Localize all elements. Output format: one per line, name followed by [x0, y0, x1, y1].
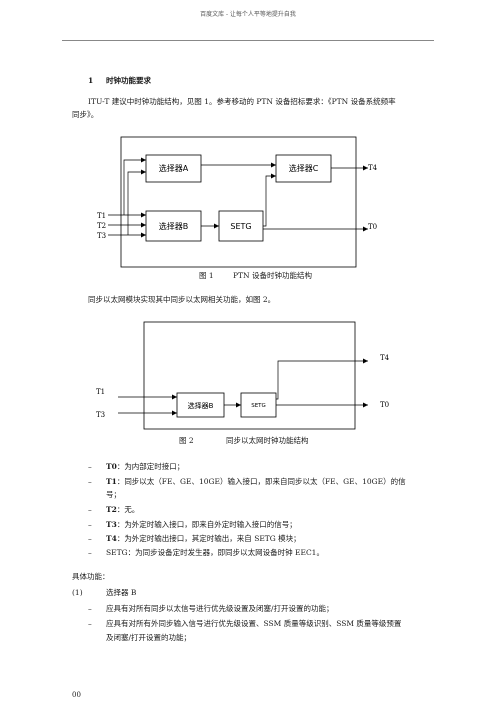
fig1-output-t4: T4: [368, 164, 378, 172]
fig1-setg-label: SETG: [230, 222, 251, 231]
figure-2-caption-text: 同步以太网时钟功能结构: [226, 436, 309, 445]
definition-term: SETG: [106, 548, 128, 557]
function-item-number: (1): [72, 588, 83, 597]
fig2-output-t4: T4: [380, 354, 390, 362]
definition-term: T0: [106, 462, 117, 471]
fig1-selector-a-label: 选择器A: [159, 163, 189, 173]
definition-item: T4：为外定时输出接口，其定时输出，来自 SETG 模块；: [106, 534, 301, 543]
function-bullet-dash: –: [88, 604, 92, 613]
definition-item: T1：同步以太（FE、GE、10GE）输入接口，即来自同步以太（FE、GE、10…: [106, 477, 406, 486]
fig2-output-t0: T0: [380, 401, 389, 409]
definition-dash: –: [88, 534, 92, 543]
definition-desc: 为外定时输出接口，其定时输出，来自 SETG 模块；: [124, 534, 301, 543]
fig1-selector-b-box: [145, 210, 202, 242]
definition-continuation: 号；: [106, 490, 121, 499]
figure-2-intro: 同步以太网模块实现其中同步以太网相关功能，如图 2。: [88, 295, 276, 304]
fig1-input-t1: T1: [97, 212, 106, 220]
function-bullet: 应具有对所有同步以太信号进行优先级设置及闭塞/打开设置的功能；: [106, 604, 334, 613]
definition-desc: 为外定时输入接口，即来自外定时输入接口的信号；: [124, 520, 297, 529]
fig1-selector-c-label: 选择器C: [289, 163, 319, 173]
definition-dash: –: [88, 462, 92, 471]
fig2-setg-label: SETG: [251, 403, 266, 409]
figure-1-caption-number: 图 1: [199, 271, 214, 280]
definition-desc: 无。: [124, 505, 140, 514]
fig2-selector-b-box: [176, 392, 225, 418]
functions-heading: 具体功能：: [72, 572, 110, 581]
fig1-setg-box: [218, 210, 264, 242]
fig1-selector-a-box: [145, 154, 202, 183]
definition-dash: –: [88, 520, 92, 529]
page-header: 百度文库 - 让每个人平等地提升自我: [200, 11, 296, 18]
fig2-selector-b-label: 选择器B: [188, 401, 214, 410]
definition-desc: 为同步设备定时发生器，即同步以太网设备时钟 EEC1。: [135, 548, 324, 557]
fig1-output-t0: T0: [368, 223, 377, 231]
definition-dash: –: [88, 477, 92, 486]
definition-term: T3: [106, 520, 117, 529]
definition-desc: 同步以太（FE、GE、10GE）输入接口，即来自同步以太（FE、GE、10GE）…: [124, 477, 406, 486]
section-title: 时钟功能要求: [106, 76, 151, 85]
definition-dash: –: [88, 548, 92, 557]
fig1-selector-b-label: 选择器B: [159, 221, 189, 231]
definition-item: SETG：为同步设备定时发生器，即同步以太网设备时钟 EEC1。: [106, 548, 324, 557]
figure-1-caption-text: PTN 设备时钟功能结构: [233, 271, 312, 280]
fig1-input-t3: T3: [97, 232, 106, 240]
definition-term: T2: [106, 505, 117, 514]
definition-desc: 为内部定时接口；: [124, 462, 185, 471]
fig1-input-t2: T2: [97, 222, 106, 230]
page-number: 00: [72, 691, 81, 699]
figure-2-frame: [143, 321, 356, 430]
fig1-selector-c-box: [275, 154, 332, 183]
definition-item: T3：为外定时输入接口，即来自外定时输入接口的信号；: [106, 520, 297, 529]
function-bullet-continuation: 及闭塞/打开设置的功能；: [106, 633, 192, 642]
section-number: 1: [88, 76, 94, 85]
fig2-input-t3: T3: [96, 411, 105, 419]
function-bullet: 应具有对所有外同步输入信号进行优先级设置、SSM 质量等级识别、SSM 质量等级…: [106, 619, 402, 628]
intro-line-1: ITU-T 建议中时钟功能结构，见图 1。参考移动的 PTN 设备招标要求：《P…: [88, 97, 396, 106]
fig2-input-t1: T1: [96, 388, 105, 396]
function-bullet-dash: –: [88, 619, 92, 628]
definition-item: T2：无。: [106, 505, 140, 514]
fig2-setg-box: [240, 392, 277, 418]
intro-line-2: 同步》。: [72, 110, 99, 119]
function-item-title: 选择器 B: [106, 588, 137, 597]
definition-dash: –: [88, 505, 92, 514]
header-divider: [62, 40, 434, 41]
definition-term: T4: [106, 534, 117, 543]
figure-2-caption-number: 图 2: [179, 436, 194, 445]
definition-term: T1: [106, 477, 117, 486]
figure-1-frame: [120, 136, 357, 268]
definition-item: T0：为内部定时接口；: [106, 462, 185, 471]
